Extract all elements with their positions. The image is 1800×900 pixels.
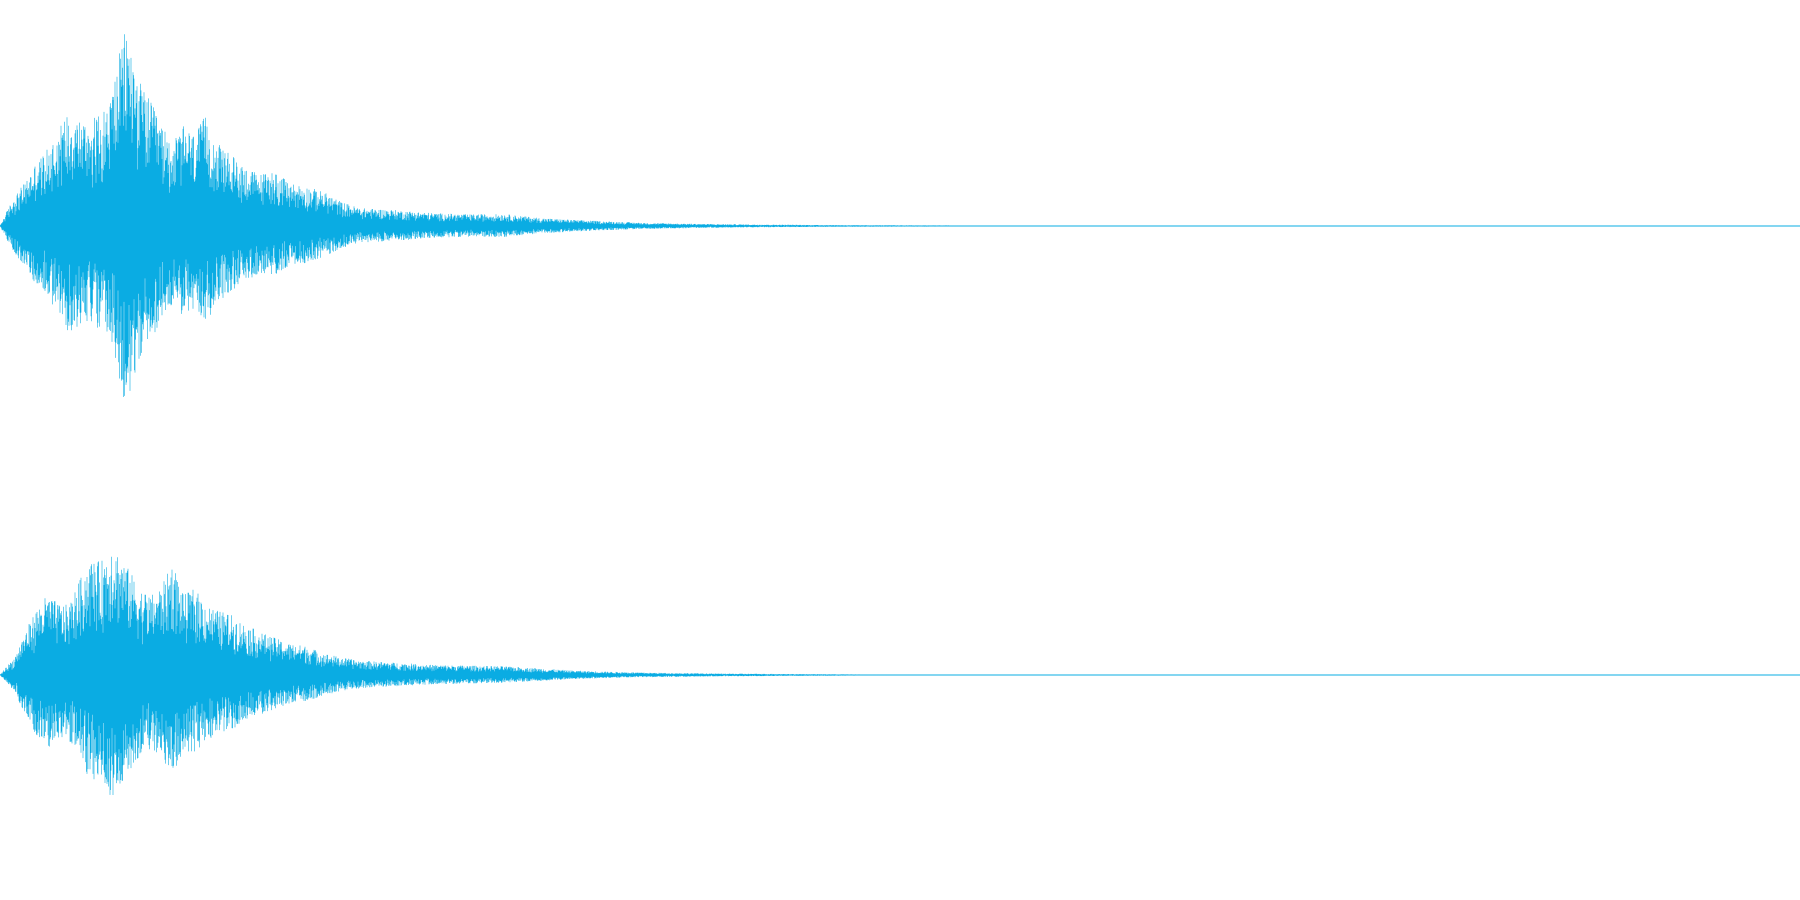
channel-2-waveform (0, 556, 1800, 795)
channel-2-signal (0, 556, 967, 795)
channel-1-signal (0, 34, 999, 397)
channel-1-waveform (0, 34, 1800, 397)
